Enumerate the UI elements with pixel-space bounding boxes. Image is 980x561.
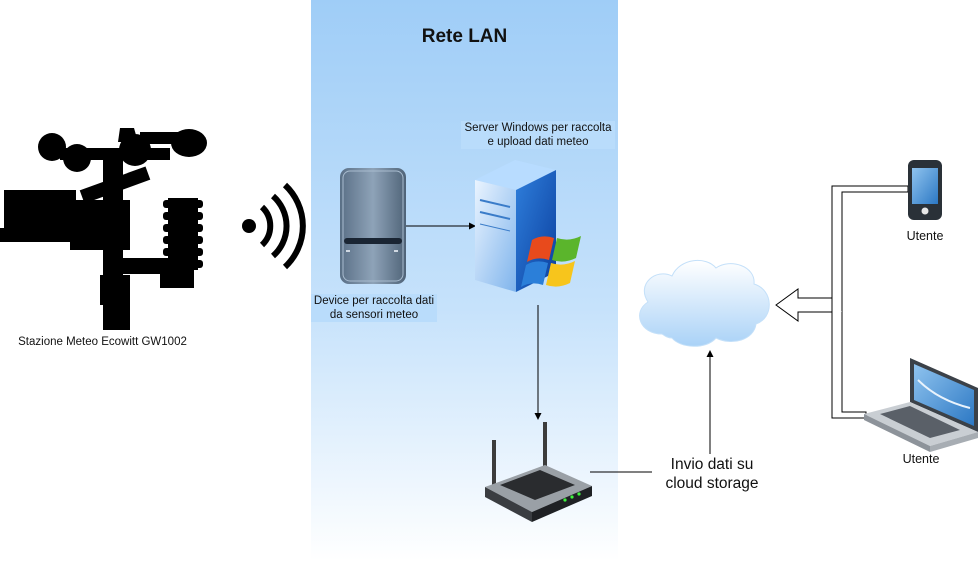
cloud-upload-label: Invio dati su cloud storage [652,455,772,493]
weather-station-icon [0,128,207,330]
arrow-device-to-server [406,222,476,230]
laptop-icon [864,358,978,452]
router-icon [485,422,592,522]
user-phone-label: Utente [906,229,944,243]
device-label: Device per raccolta dati da sensori mete… [311,294,437,322]
smartphone-icon [908,160,942,220]
windows-logo-icon [521,236,581,287]
server-icon [475,160,556,292]
user-laptop-label: Utente [902,452,940,466]
lan-title: Rete LAN [421,26,508,47]
weather-station-label: Stazione Meteo Ecowitt GW1002 [18,336,187,348]
wifi-signal-icon [242,182,306,270]
arrow-to-cloud [706,350,714,454]
gateway-device-icon [340,168,406,284]
cloud-icon [639,260,770,347]
server-label: Server Windows per raccolta e upload dat… [461,121,615,149]
arrow-server-to-router [534,305,542,420]
users-to-cloud-connector [775,185,909,419]
